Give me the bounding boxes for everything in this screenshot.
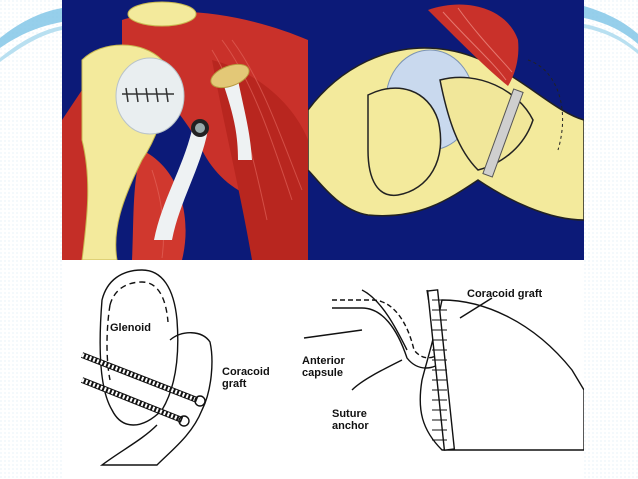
swoosh-left bbox=[0, 8, 62, 48]
label-anterior-capsule-1: Anterior bbox=[302, 355, 345, 367]
swoosh-right bbox=[584, 6, 638, 44]
swoosh-left-thin bbox=[0, 26, 62, 62]
label-coracoid-graft-left-1: Coracoid bbox=[222, 366, 270, 378]
label-suture-anchor-1: Suture bbox=[332, 408, 367, 420]
shoulder-muscle-illustration bbox=[62, 0, 308, 260]
label-glenoid: Glenoid bbox=[110, 322, 151, 334]
bone-screw-illustration bbox=[308, 0, 584, 260]
glenoid-graft-drawing bbox=[80, 269, 213, 466]
label-coracoid-graft-right: Coracoid graft bbox=[467, 288, 543, 300]
swoosh-right-thin bbox=[584, 24, 638, 54]
label-suture-anchor-2: anchor bbox=[332, 420, 369, 432]
label-anterior-capsule-2: capsule bbox=[302, 367, 343, 379]
label-coracoid-graft-left-2: graft bbox=[222, 378, 247, 390]
line-diagram: Glenoid Coracoid graft Coracoid graft An… bbox=[62, 260, 584, 479]
capsule-anchor-drawing bbox=[303, 289, 584, 451]
